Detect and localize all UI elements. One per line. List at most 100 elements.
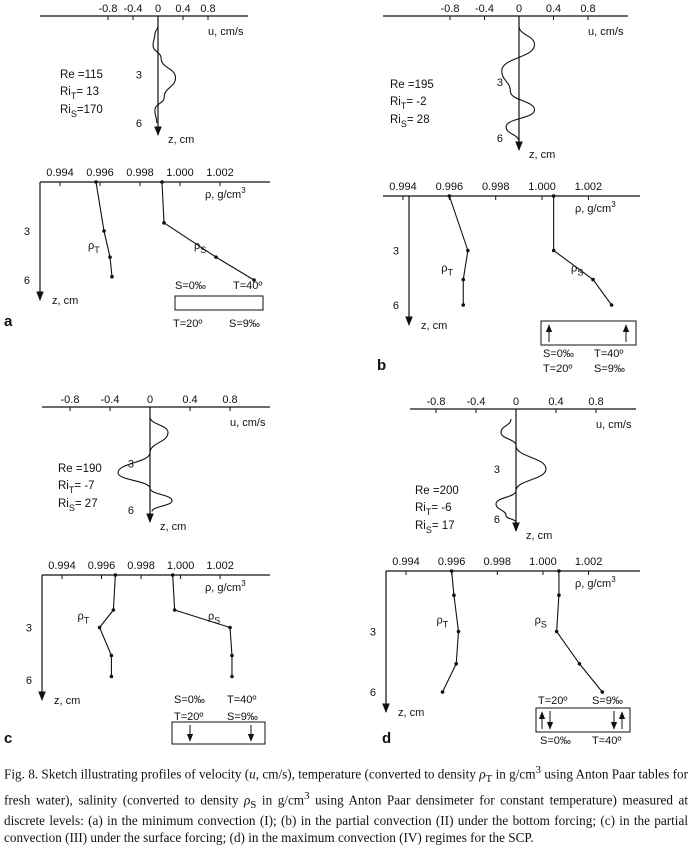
density-z-tick-label: 6 — [26, 675, 32, 687]
velocity-x-tick-label: 0 — [516, 3, 522, 15]
rho-t-point — [440, 690, 445, 694]
rho-s-point — [230, 674, 234, 679]
rho-t-point — [461, 303, 466, 307]
rho-s-label: ρS — [535, 615, 547, 630]
density-z-label: z, cm — [52, 295, 78, 307]
condition-top-right: T=40º — [233, 280, 262, 292]
velocity-z-label: z, cm — [168, 134, 194, 146]
velocity-z-tick-label: 3 — [136, 70, 142, 82]
rho-t-point — [110, 274, 114, 279]
panel-letter: a — [4, 313, 13, 330]
velocity-x-tick-label: -0.8 — [441, 3, 460, 15]
rho-s-point — [228, 625, 232, 630]
density-x-tick-label: 0.998 — [127, 560, 155, 572]
condition-bottom-left: T=20º — [543, 363, 572, 375]
rho-t-point — [452, 593, 456, 597]
rho-t-line — [95, 181, 113, 277]
condition-top-right: T=40º — [594, 348, 623, 360]
reynolds-number: Re =190 — [58, 463, 102, 475]
velocity-x-label: u, cm/s — [588, 26, 624, 38]
rho-t-label: ρT — [88, 240, 100, 255]
rho-t-point — [109, 653, 114, 658]
rho-t-point — [456, 629, 461, 634]
density-z-label: z, cm — [421, 320, 447, 332]
density-z-tick-label: 3 — [393, 246, 399, 258]
rho-t-point — [111, 608, 116, 612]
rho-t-point — [454, 661, 459, 666]
rho-s-point — [557, 569, 561, 573]
density-x-label: ρ, g/cm3 — [575, 200, 616, 215]
density-x-tick-label: 0.998 — [126, 167, 154, 179]
velocity-x-tick-label: 0.8 — [580, 3, 595, 15]
velocity-x-tick-label: -0.8 — [427, 396, 446, 408]
density-x-tick-label: 0.996 — [88, 560, 116, 572]
rho-t-point — [461, 277, 466, 282]
velocity-x-tick-label: 0.4 — [546, 3, 561, 15]
panel-letter: d — [382, 730, 391, 747]
velocity-x-tick-label: -0.4 — [475, 3, 494, 15]
condition-bottom-left: T=20º — [173, 318, 202, 330]
velocity-x-tick-label: 0.4 — [548, 396, 563, 408]
rho-s-point — [172, 608, 177, 612]
density-z-tick-label: 6 — [370, 687, 376, 699]
density-x-label: ρ, g/cm3 — [205, 186, 246, 201]
rho-s-point — [170, 573, 175, 577]
rho-s-point — [160, 180, 164, 184]
density-x-tick-label: 0.996 — [436, 181, 464, 193]
richardson-t: RiT= 13 — [60, 86, 99, 101]
rho-s-line — [161, 181, 255, 281]
caption-fig-number: Fig. 8. — [4, 766, 39, 782]
velocity-profile-curve — [501, 25, 536, 142]
velocity-x-tick-label: -0.4 — [124, 3, 143, 15]
velocity-x-tick-label: 0.8 — [200, 3, 215, 15]
density-x-tick-label: 1.002 — [206, 167, 234, 179]
rho-t-point — [97, 625, 102, 630]
density-x-tick-label: 0.994 — [389, 181, 417, 193]
condition-box — [535, 707, 631, 733]
velocity-x-tick-label: 0.4 — [182, 394, 197, 406]
rho-s-point — [214, 255, 218, 259]
condition-box — [171, 721, 266, 745]
richardson-s: RiS= 28 — [390, 114, 430, 129]
rho-s-point — [252, 278, 256, 282]
velocity-x-tick-label: 0.4 — [175, 3, 190, 15]
rho-s-point — [609, 303, 614, 307]
condition-bottom-right: S=9‰ — [227, 711, 258, 723]
velocity-x-tick-label: 0.8 — [588, 396, 603, 408]
richardson-t: RiT= -6 — [415, 502, 452, 517]
condition-bottom-right: S=9‰ — [229, 318, 260, 330]
richardson-t: RiT= -7 — [58, 480, 95, 495]
panel-letter: b — [377, 357, 386, 374]
density-x-tick-label: 0.998 — [482, 181, 510, 193]
velocity-x-tick-label: -0.8 — [61, 394, 80, 406]
velocity-z-tick-label: 6 — [136, 118, 142, 130]
condition-top-right: T=40º — [227, 694, 256, 706]
condition-top-left: S=0‰ — [175, 280, 206, 292]
velocity-z-tick-label: 6 — [494, 514, 500, 526]
density-x-tick-label: 0.994 — [48, 560, 76, 572]
rho-t-line — [98, 574, 116, 677]
rho-t-point — [113, 573, 118, 577]
velocity-x-tick-label: 0 — [155, 3, 161, 15]
velocity-z-label: z, cm — [526, 530, 552, 542]
rho-s-point — [162, 221, 166, 225]
density-z-tick-label: 6 — [393, 300, 399, 312]
density-z-tick-label: 3 — [370, 627, 376, 639]
density-z-tick-label: 3 — [26, 623, 32, 635]
condition-box — [540, 320, 637, 346]
velocity-profile-curve — [152, 25, 177, 124]
rho-s-line — [553, 196, 613, 306]
rho-s-label: ρS — [571, 263, 583, 278]
rho-s-point — [557, 593, 561, 597]
condition-top-right: S=9‰ — [592, 695, 623, 707]
